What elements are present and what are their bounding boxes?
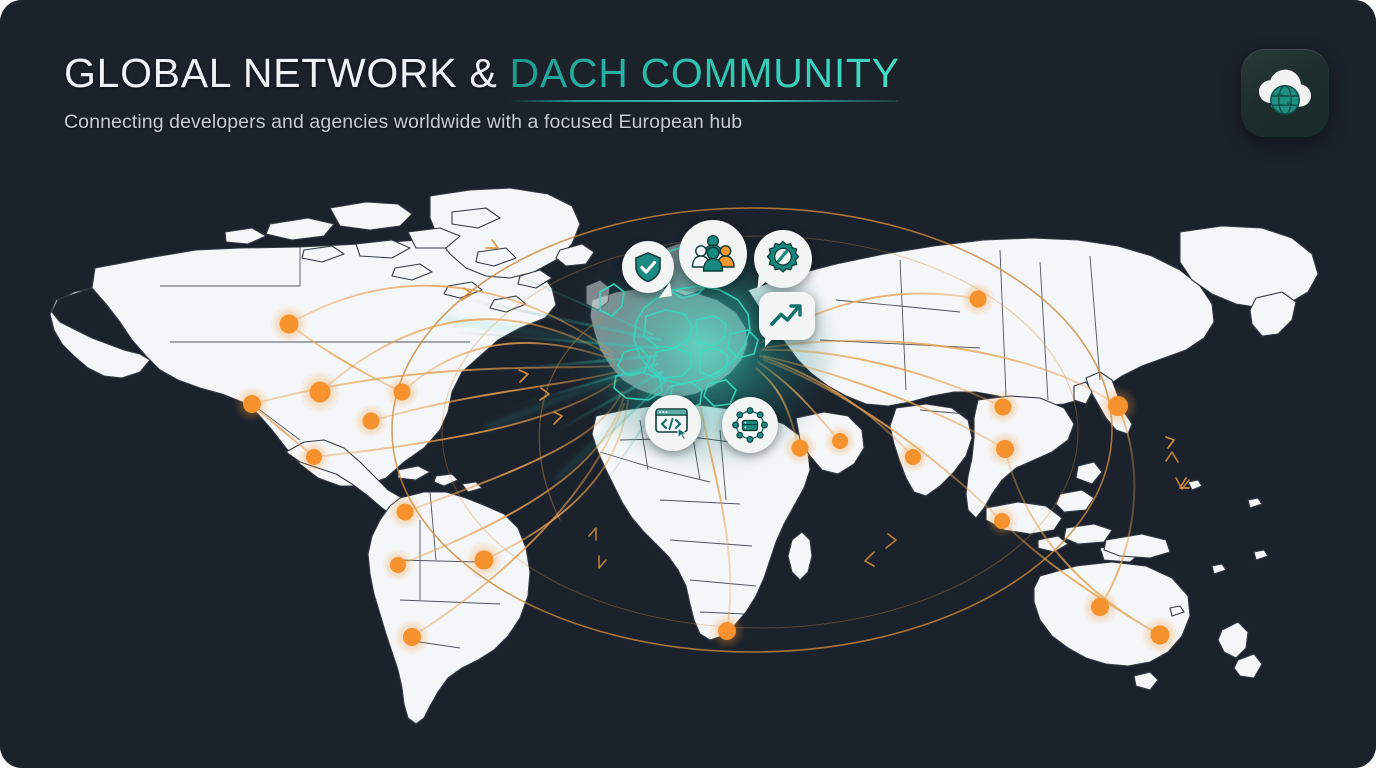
node-dot — [279, 314, 299, 334]
node-dot — [1108, 396, 1128, 416]
node-dot — [1091, 598, 1109, 616]
cloud-globe-logo[interactable] — [1241, 49, 1329, 137]
trending-up-glyph — [759, 292, 815, 340]
node-dot — [396, 503, 414, 521]
code-window-icon[interactable] — [645, 395, 701, 451]
node-dot — [969, 290, 987, 308]
node-dot — [791, 439, 809, 457]
trending-up-icon[interactable] — [759, 292, 815, 347]
node-dot — [1150, 625, 1170, 645]
node-dot — [996, 440, 1014, 458]
badge-tail — [765, 334, 777, 347]
shield-check-glyph — [622, 241, 674, 293]
node-dot — [832, 433, 848, 449]
connection-arcs — [251, 284, 1161, 638]
node-dot — [474, 550, 494, 570]
gear-compass-icon[interactable] — [754, 230, 812, 291]
node-dot — [718, 622, 736, 640]
network-hub-icon[interactable] — [722, 397, 778, 453]
shield-check-icon[interactable] — [622, 241, 674, 298]
node-dot — [994, 398, 1012, 416]
node-dot — [393, 383, 411, 401]
node-dot — [390, 557, 406, 573]
people-group-glyph — [679, 220, 747, 288]
gear-compass-glyph — [754, 230, 812, 288]
node-dot — [994, 513, 1010, 529]
node-dot — [362, 412, 380, 430]
node-dot — [309, 381, 331, 403]
code-window-glyph — [645, 395, 701, 451]
arc-arrowheads — [461, 239, 1190, 489]
node-dot — [403, 628, 421, 646]
node-dot — [306, 449, 322, 465]
people-group-icon[interactable] — [679, 220, 747, 288]
network-nodes — [234, 282, 1179, 655]
europe-outline-glow — [612, 283, 753, 401]
node-dot — [243, 395, 261, 413]
node-dot — [905, 449, 921, 465]
network-hub-glyph — [722, 397, 778, 453]
cloud-globe-glyph — [1259, 69, 1311, 115]
